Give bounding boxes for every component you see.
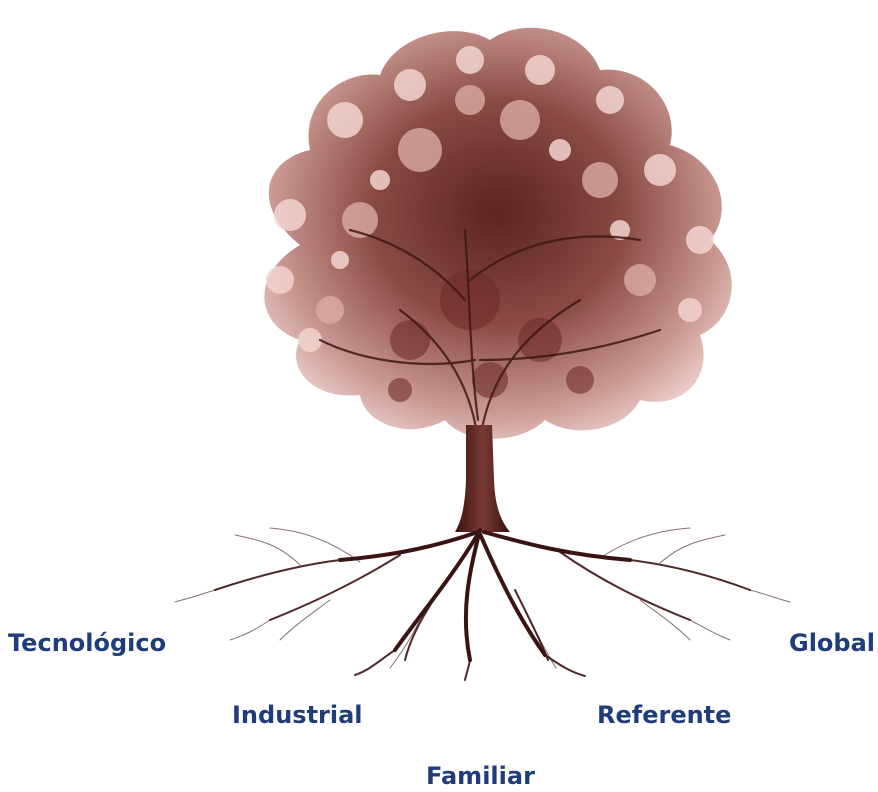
label-familiar: Familiar (426, 762, 535, 790)
label-referente: Referente (597, 701, 732, 729)
label-tecnologico: Tecnológico (8, 629, 167, 657)
tree-roots (174, 527, 791, 681)
tree-canopy (264, 27, 732, 442)
label-global: Global (789, 629, 876, 657)
tree-trunk (455, 425, 510, 532)
label-industrial: Industrial (232, 701, 363, 729)
